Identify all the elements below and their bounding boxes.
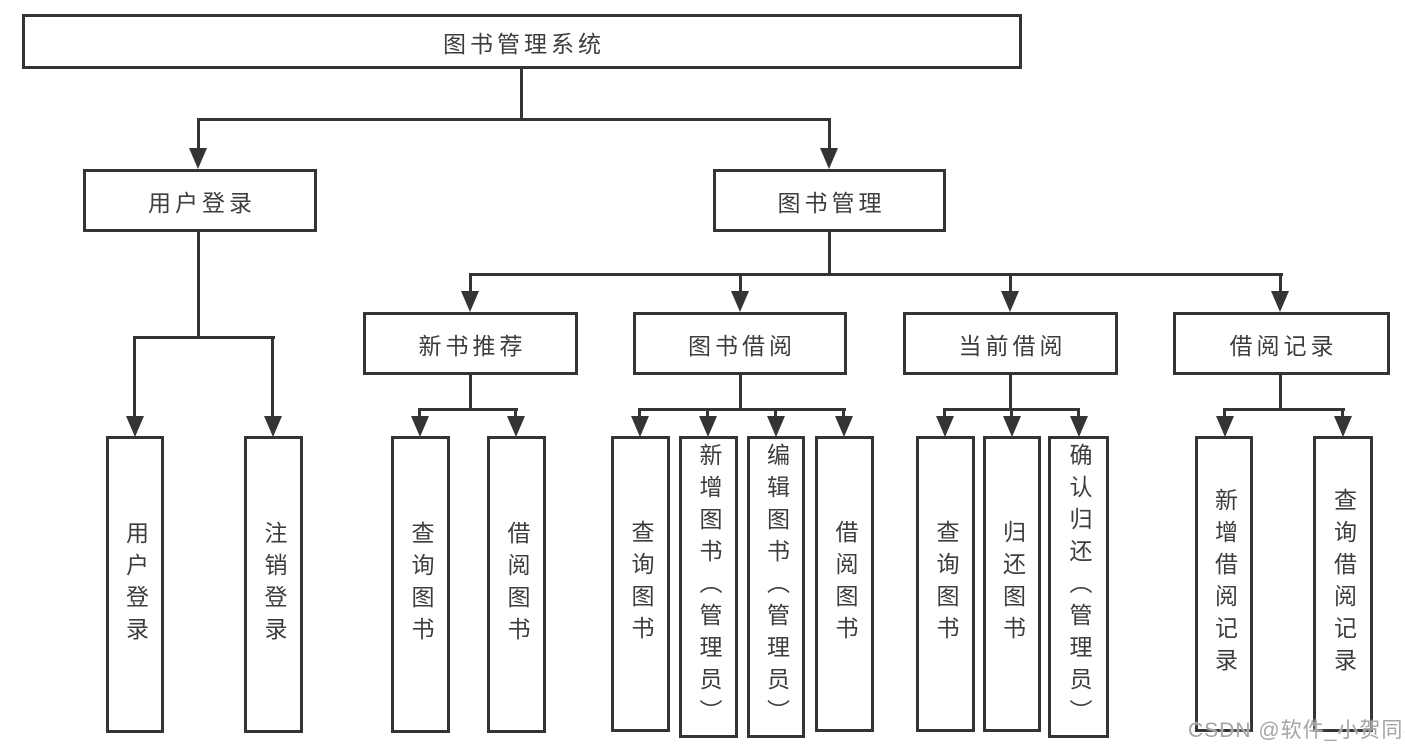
arrowhead-cur-leaf2 [1003, 416, 1021, 437]
node-label: 查询图书 [628, 520, 654, 648]
arrowhead-bor-leaf3 [767, 416, 785, 437]
node-label: 查询借阅记录 [1330, 488, 1357, 680]
node-book-borrow: 图书借阅 [633, 312, 847, 375]
edge-recommend-stem [469, 375, 472, 411]
edge-bor-leaf1 [638, 408, 641, 420]
arrowhead-bor-leaf2 [699, 416, 717, 437]
arrowhead-leaf-user-login [126, 416, 144, 437]
edge-root-stem [520, 69, 523, 121]
node-label: 用户登录 [122, 520, 149, 649]
edge-bor-leaf2 [706, 408, 709, 420]
edge-to-leaf-user-login [133, 336, 136, 418]
node-label: 借阅图书 [504, 520, 530, 649]
leaf-record-query-borrow-record: 查询借阅记录 [1313, 436, 1373, 732]
arrowhead-cur-leaf1 [936, 416, 954, 437]
node-label: 当前借阅 [958, 332, 1067, 359]
arrowhead-book-borrow [731, 291, 749, 312]
edge-record-rail [1223, 408, 1345, 411]
node-label: 归还图书 [999, 520, 1026, 648]
edge-cur-leaf2 [1010, 408, 1013, 420]
leaf-borrow-query-book: 查询图书 [611, 436, 670, 732]
node-label: 用户登录 [148, 189, 256, 216]
edge-to-new-book-recommend [469, 273, 472, 295]
node-label: 新书推荐 [418, 332, 527, 359]
arrowhead-new-book-recommend [461, 291, 479, 312]
edge-cur-leaf3 [1077, 408, 1080, 420]
arrowhead-rec-leaf2 [507, 416, 525, 437]
arrowhead-recd-leaf1 [1216, 416, 1234, 437]
leaf-logout: 注销登录 [244, 436, 303, 733]
arrowhead-recd-leaf2 [1334, 416, 1352, 437]
edge-borrow-stem [739, 375, 742, 411]
leaf-user-login: 用户登录 [106, 436, 164, 733]
node-label: 编辑图书（管理员） [763, 443, 790, 731]
node-label: 借阅记录 [1229, 332, 1338, 359]
edge-bor-leaf4 [842, 408, 845, 420]
arrowhead-rec-leaf1 [411, 416, 429, 437]
node-current-borrow: 当前借阅 [903, 312, 1118, 375]
arrowhead-bor-leaf4 [835, 416, 853, 437]
edge-recd-leaf1 [1223, 408, 1226, 420]
node-label: 查询图书 [408, 520, 434, 649]
node-label: 确认归还（管理员） [1066, 443, 1092, 731]
leaf-recommend-query-book: 查询图书 [391, 436, 450, 733]
edge-to-book-borrow [739, 273, 742, 295]
node-label: 图书借阅 [688, 332, 796, 359]
leaf-borrow-add-book-admin: 新增图书（管理员） [679, 436, 738, 738]
edge-user-login-rail [133, 336, 275, 339]
arrowhead-user-login [189, 148, 207, 169]
arrowhead-book-management [820, 148, 838, 169]
node-borrow-record: 借阅记录 [1173, 312, 1390, 375]
leaf-current-confirm-return-admin: 确认归还（管理员） [1048, 436, 1109, 738]
leaf-current-query-book: 查询图书 [916, 436, 975, 732]
edge-rec-leaf2 [514, 408, 517, 420]
leaf-recommend-borrow-book: 借阅图书 [487, 436, 546, 733]
leaf-current-return-book: 归还图书 [983, 436, 1041, 732]
edge-rec-leaf1 [418, 408, 421, 420]
arrowhead-borrow-record [1271, 291, 1289, 312]
node-label: 查询图书 [933, 520, 959, 648]
edge-borrow-rail [638, 408, 846, 411]
arrowhead-leaf-logout [264, 416, 282, 437]
edge-to-current-borrow [1009, 273, 1012, 295]
edge-root-rail [197, 118, 831, 121]
arrowhead-current-borrow [1001, 291, 1019, 312]
node-label: 图书管理系统 [443, 30, 605, 57]
edge-book-management-rail [469, 273, 1283, 276]
leaf-borrow-borrow-book: 借阅图书 [815, 436, 874, 732]
node-label: 注销登录 [261, 520, 287, 649]
edge-to-book-management [828, 118, 831, 152]
edge-record-stem [1279, 375, 1282, 411]
arrowhead-cur-leaf3 [1070, 416, 1088, 437]
node-label: 图书管理 [777, 189, 886, 216]
edge-to-borrow-record [1279, 273, 1282, 295]
node-label: 新增借阅记录 [1211, 488, 1238, 680]
edge-to-leaf-logout [271, 336, 274, 418]
edge-book-management-stem [828, 232, 831, 276]
node-root-system: 图书管理系统 [22, 14, 1022, 69]
edge-recd-leaf2 [1341, 408, 1344, 420]
leaf-record-add-borrow-record: 新增借阅记录 [1195, 436, 1253, 732]
edge-bor-leaf3 [774, 408, 777, 420]
node-new-book-recommend: 新书推荐 [363, 312, 578, 375]
edge-user-login-stem [197, 232, 200, 339]
csdn-watermark: CSDN @软件_小贺同学 [1188, 719, 1405, 742]
edge-current-stem [1009, 375, 1012, 411]
edge-to-user-login [197, 118, 200, 152]
edge-recommend-rail [418, 408, 518, 411]
leaf-borrow-edit-book-admin: 编辑图书（管理员） [747, 436, 805, 738]
node-label: 借阅图书 [832, 520, 858, 648]
node-book-management: 图书管理 [713, 169, 946, 232]
edge-cur-leaf1 [943, 408, 946, 420]
node-user-login: 用户登录 [83, 169, 317, 232]
node-label: 新增图书（管理员） [696, 443, 722, 731]
arrowhead-bor-leaf1 [631, 416, 649, 437]
